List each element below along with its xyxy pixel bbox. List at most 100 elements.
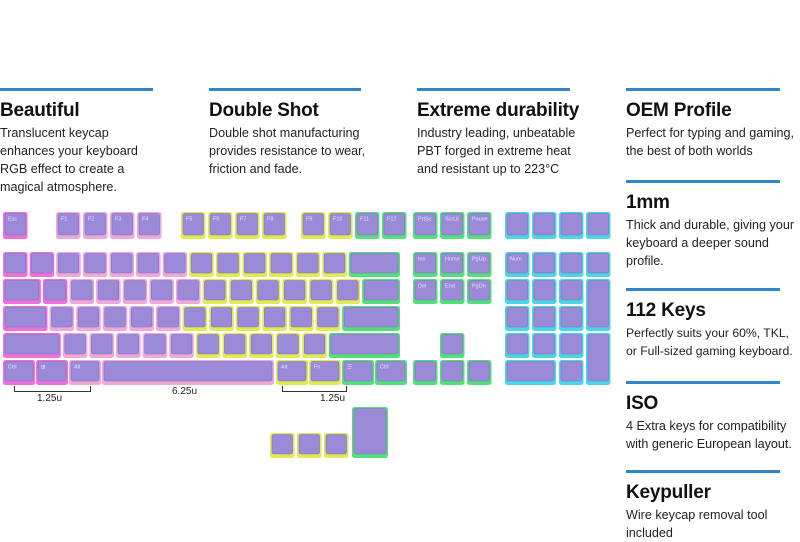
key-num-dot xyxy=(559,360,584,385)
key-num-digit xyxy=(532,306,557,331)
dimension-tick xyxy=(346,386,347,392)
feature-text: Perfect for typing and gaming, the best … xyxy=(626,126,795,158)
feature-oem-profile: OEM Profile Perfect for typing and gamin… xyxy=(626,88,798,160)
keycap xyxy=(56,252,81,277)
svg-text:F2: F2 xyxy=(88,217,94,223)
key-mute xyxy=(586,212,611,239)
key-f3: F3 xyxy=(110,212,135,239)
keycap xyxy=(62,333,88,358)
key-left-alt: Alt xyxy=(69,360,101,385)
keycap xyxy=(275,333,301,358)
feature-title: ISO xyxy=(626,393,659,414)
keycap xyxy=(116,333,141,358)
svg-text:Ins: Ins xyxy=(418,257,426,263)
svg-text:Home: Home xyxy=(445,257,460,263)
keycap xyxy=(102,306,128,331)
key-arrow-up xyxy=(440,333,465,358)
keycap xyxy=(348,252,400,277)
dimension-label-spacebar: 6.25u xyxy=(172,386,198,397)
key-f5: F5 xyxy=(181,212,206,239)
key-num-digit xyxy=(505,333,530,358)
feature-double-shot: Double Shot Double shot manufacturing pr… xyxy=(209,88,379,178)
dimension-label-right-mod: 1.25u xyxy=(320,393,346,404)
key-num-digit xyxy=(559,279,584,304)
keycap xyxy=(142,333,168,358)
key-pause: Pause xyxy=(467,212,492,239)
key-right-alt: Alt xyxy=(276,360,308,385)
keycap xyxy=(122,279,148,304)
key-num-divide xyxy=(532,252,557,277)
feature-divider xyxy=(417,88,570,91)
keycap xyxy=(49,306,75,331)
key-num-digit xyxy=(505,279,530,304)
feature-title: Beautiful xyxy=(0,100,80,121)
key-f12: F12 xyxy=(382,212,407,239)
key-num-digit xyxy=(532,279,557,304)
keycap xyxy=(155,306,181,331)
keycap xyxy=(342,306,400,331)
feature-divider xyxy=(209,88,361,91)
key-f1: F1 xyxy=(56,212,81,239)
dimension-tick xyxy=(282,386,283,392)
keycap xyxy=(3,252,28,277)
feature-title: 1mm xyxy=(626,192,670,213)
key-iso-extra xyxy=(324,433,349,458)
keycap xyxy=(269,252,294,277)
key-pgup: PgUp xyxy=(467,252,492,277)
keycap xyxy=(189,252,214,277)
key-spacebar xyxy=(102,360,274,385)
feature-title: Double Shot xyxy=(209,100,319,121)
svg-text:Pause: Pause xyxy=(472,217,488,223)
svg-text:Fn: Fn xyxy=(314,365,320,371)
key-num-digit xyxy=(532,333,557,358)
feature-text: Translucent keycap enhances your keyboar… xyxy=(0,126,138,194)
svg-text:F7: F7 xyxy=(240,217,246,223)
svg-text:Alt: Alt xyxy=(281,365,288,371)
keycap xyxy=(242,252,267,277)
key-esc: Esc xyxy=(3,212,28,239)
svg-text:End: End xyxy=(445,284,455,290)
key-arrow-right xyxy=(467,360,492,385)
keycap xyxy=(136,252,161,277)
feature-divider xyxy=(626,470,780,473)
feature-text: Industry leading, unbeatable PBT forged … xyxy=(417,126,576,176)
keycap xyxy=(3,279,41,304)
key-f4: F4 xyxy=(137,212,162,239)
keycap xyxy=(96,279,121,304)
feature-text: Double shot manufacturing provides resis… xyxy=(209,126,366,176)
feature-divider xyxy=(626,381,780,384)
key-arrow-left xyxy=(413,360,438,385)
key-f10: F10 xyxy=(328,212,353,239)
keycap xyxy=(249,333,274,358)
keycap xyxy=(335,279,361,304)
keycap xyxy=(195,333,221,358)
feature-iso: ISO 4 Extra keys for compatibility with … xyxy=(626,381,798,453)
svg-text:ScrLk: ScrLk xyxy=(445,217,459,223)
keycap xyxy=(69,279,95,304)
keycap xyxy=(262,306,287,331)
feature-beautiful: Beautiful Translucent keycap enhances yo… xyxy=(0,88,153,196)
feature-1mm: 1mm Thick and durable, giving your keybo… xyxy=(626,180,798,270)
svg-text:F3: F3 xyxy=(115,217,121,223)
feature-extreme-durability: Extreme durability Industry leading, unb… xyxy=(417,88,587,178)
key-delete: Del xyxy=(413,279,438,304)
key-f2: F2 xyxy=(83,212,108,239)
keycap xyxy=(322,252,347,277)
key-iso-extra xyxy=(270,433,295,458)
keycap xyxy=(255,279,281,304)
key-home: Home xyxy=(440,252,465,277)
keycap xyxy=(295,252,321,277)
key-scrlk: ScrLk xyxy=(440,212,465,239)
key-arrow-down xyxy=(440,360,465,385)
key-vol-down xyxy=(532,212,557,239)
key-left-ctrl: Ctrl xyxy=(3,360,35,385)
dimension-tick xyxy=(14,386,15,392)
feature-divider xyxy=(626,288,780,291)
keycap xyxy=(82,252,108,277)
svg-text:PrtSc: PrtSc xyxy=(418,217,432,223)
key-f9: F9 xyxy=(301,212,326,239)
key-f8: F8 xyxy=(262,212,287,239)
svg-text:F10: F10 xyxy=(333,217,342,223)
key-numlock: Num xyxy=(505,252,530,277)
